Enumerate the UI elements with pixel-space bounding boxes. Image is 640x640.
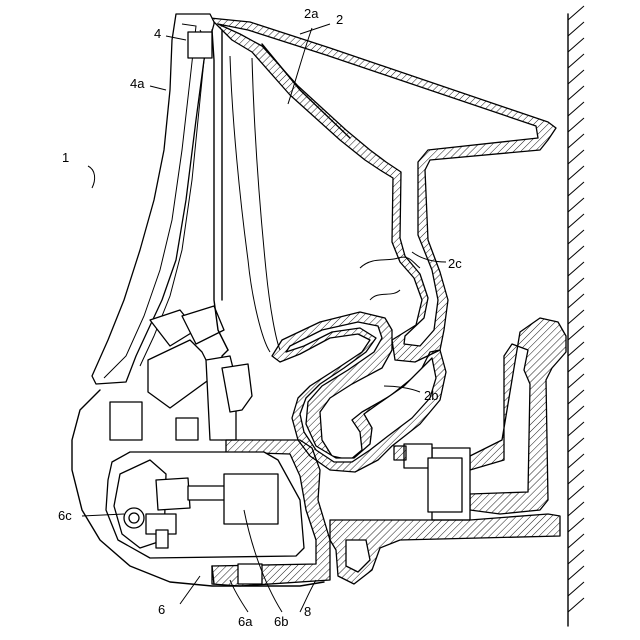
wall-hatch-tick [568,406,584,420]
wall-hatch-tick [568,550,584,564]
label-4a: 4a [130,76,145,91]
label-2: 2 [336,12,343,27]
wall-hatch-tick [568,6,584,20]
wall-hatch-tick [568,422,584,436]
wall-hatch-tick [568,134,584,148]
wall-hatch-tick [568,374,584,388]
function-unit [106,440,330,586]
wall-hatch-tick [568,358,584,372]
label-6: 6 [158,602,165,617]
label-6c: 6c [58,508,72,523]
wall-hatch-tick [568,534,584,548]
wall-hatch-tick [568,182,584,196]
wall-hatch-tick [568,118,584,132]
wall-hatch-tick [568,198,584,212]
wall-hatch-tick [568,470,584,484]
wall-hatch-tick [568,582,584,596]
wall-hatch-tick [568,54,584,68]
wall-hatch-tick [568,246,584,260]
wall-hatch-tick [568,566,584,580]
wall-hatch-tick [568,278,584,292]
wall-hatch-tick [568,598,584,612]
wall-hatch-tick [568,518,584,532]
wall-hatch-tick [568,310,584,324]
wall-hatch-tick [568,22,584,36]
wall-hatch-tick [568,294,584,308]
wall-hatch-tick [568,262,584,276]
wall-hatch-tick [568,102,584,116]
wall-hatch-tick [568,326,584,340]
label-2b: 2b [424,388,438,403]
seat-cover [92,14,224,408]
label-1: 1 [62,150,69,165]
label-4: 4 [154,26,161,41]
wall-hatch-tick [568,214,584,228]
wall-hatch-tick [568,86,584,100]
toilet-body [210,18,556,362]
wall-hatch-tick [568,486,584,500]
wall-hatch-tick [568,38,584,52]
wall-hatch-tick [568,166,584,180]
label-8: 8 [304,604,311,619]
label-6b: 6b [274,614,288,629]
wall-hatch-tick [568,150,584,164]
floor-wall [568,6,584,626]
wall-hatch-tick [568,342,584,356]
label-6a: 6a [238,614,253,629]
wall-hatch-tick [568,454,584,468]
wall-hatch-tick [568,70,584,84]
label-2c: 2c [448,256,462,271]
wall-hatch-tick [568,502,584,516]
wall-hatch-tick [568,390,584,404]
wall-hatch-tick [568,230,584,244]
base-flange [330,514,560,584]
wall-hatch-tick [568,438,584,452]
label-2a: 2a [304,6,319,21]
